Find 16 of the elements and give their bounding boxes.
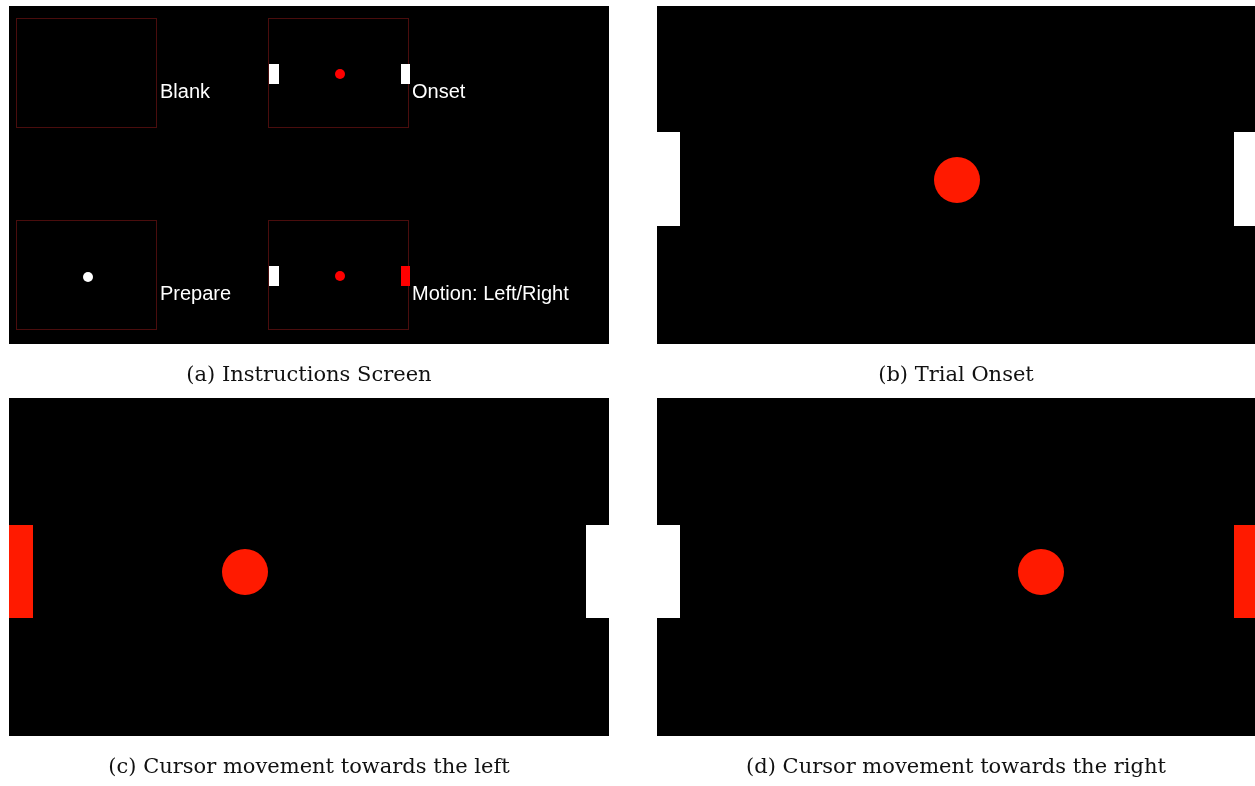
state-label: Prepare	[160, 282, 232, 305]
screen-panel	[657, 6, 1255, 344]
state-label: Motion: Left/Right	[412, 282, 569, 305]
screen-thumbnail	[268, 220, 409, 330]
screen-thumbnail	[268, 18, 409, 128]
state-label: Blank	[160, 80, 211, 103]
screen-thumbnail	[16, 220, 157, 330]
panel-caption: (b) Trial Onset	[877, 362, 1035, 386]
state-label: Onset	[412, 80, 466, 103]
panel-caption: (a) Instructions Screen	[185, 362, 433, 386]
screen-panel	[9, 398, 609, 736]
panel-caption: (d) Cursor movement towards the right	[745, 754, 1167, 778]
screen-panel	[9, 6, 609, 344]
screen-thumbnail	[16, 18, 157, 128]
panel-caption: (c) Cursor movement towards the left	[107, 754, 511, 778]
screen-panel	[657, 398, 1255, 736]
